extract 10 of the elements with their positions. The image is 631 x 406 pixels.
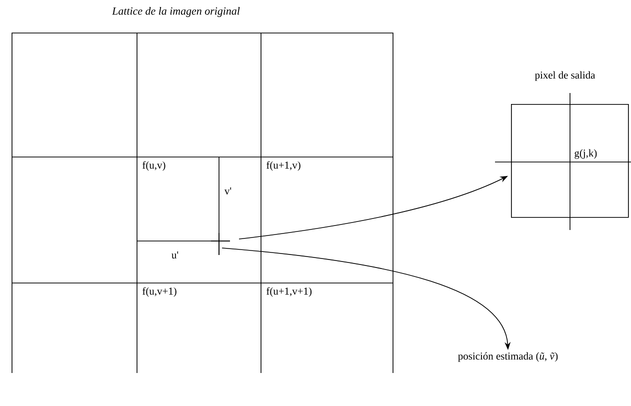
title: Lattice de la imagen original (112, 7, 240, 17)
length-label: v' (224, 188, 232, 194)
length-label: u' (172, 252, 178, 258)
grid-cell: f(u,v) (142, 161, 166, 171)
grid-cell: f(u+1,v+1) (266, 287, 312, 297)
cross-mark (210, 232, 230, 256)
heading: pixel de salida (534, 71, 596, 81)
position-label: posición estimada (ũ, ṽ) (458, 352, 558, 362)
grid-cell: f(u,v+1) (142, 287, 176, 297)
grid-cell: f(u+1,v) (266, 161, 300, 171)
